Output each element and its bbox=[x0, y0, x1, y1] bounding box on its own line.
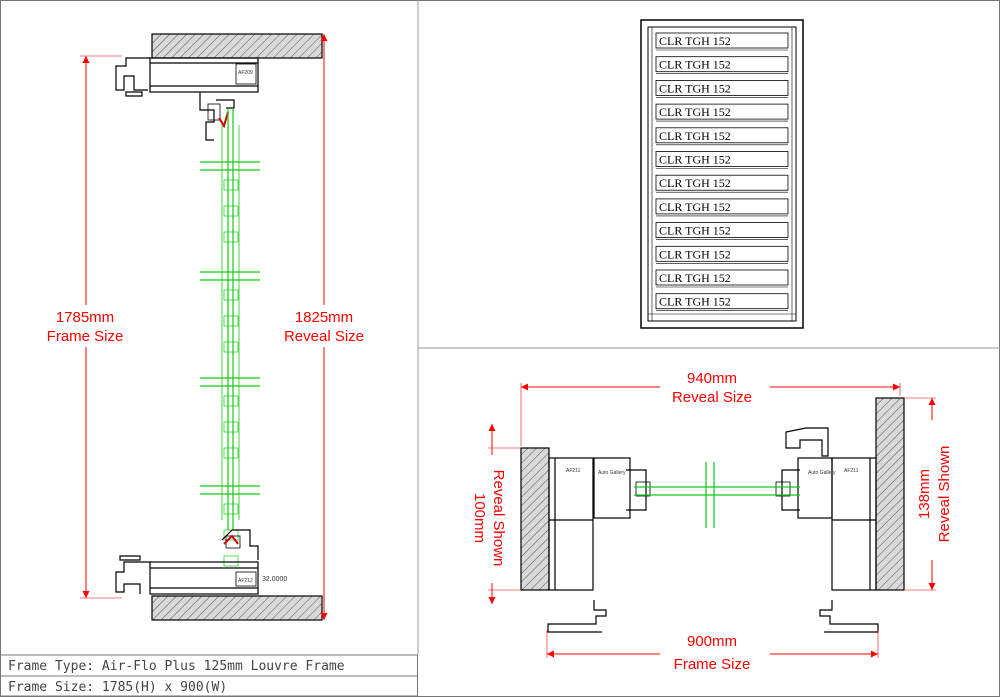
louvre-blade-row: CLR TGH 152 bbox=[655, 245, 789, 264]
louvre-clip bbox=[200, 161, 260, 243]
right-reveal-label: Reveal Shown bbox=[936, 446, 953, 543]
louvre-blade bbox=[655, 269, 789, 286]
louvre-blade-stack bbox=[221, 108, 240, 530]
louvre-blade bbox=[655, 245, 789, 262]
right-wall bbox=[875, 397, 905, 591]
left-wall bbox=[520, 447, 550, 591]
louvre-blade-row: CLR TGH 152 bbox=[655, 127, 789, 146]
plan-reveal-label: Reveal Size bbox=[672, 389, 752, 406]
frame-size-text: Frame Size: 1785(H) x 900(W) bbox=[8, 680, 227, 695]
louvre-blade bbox=[655, 293, 789, 310]
louvre-blade-row: CLR TGH 152 bbox=[655, 103, 789, 122]
top-wall bbox=[151, 33, 323, 59]
left-gallery-label: Auto Gallery bbox=[598, 470, 626, 476]
louvre-blade bbox=[655, 32, 789, 49]
louvre-clip bbox=[200, 377, 260, 459]
frame-size-value: 1785mm bbox=[56, 309, 114, 326]
louvre-blade bbox=[655, 151, 789, 167]
head-profile-code: AF209 bbox=[238, 70, 253, 76]
blade-label: CLR TGH 152 bbox=[659, 271, 731, 285]
louvre-blade-row: CLR TGH 152 bbox=[655, 293, 789, 312]
sill-profile bbox=[115, 529, 259, 595]
sill-profile-code: AF212 bbox=[238, 578, 253, 584]
head-profile bbox=[115, 57, 259, 141]
louvre-blade bbox=[655, 222, 789, 239]
sill-gasket bbox=[223, 534, 239, 545]
louvre-blade bbox=[655, 198, 789, 215]
frame-size-label: Frame Size bbox=[47, 328, 124, 345]
right-jamb-profile bbox=[775, 427, 879, 633]
blade-label: CLR TGH 152 bbox=[659, 247, 731, 261]
reveal-size-label: Reveal Size bbox=[284, 328, 364, 345]
blade-label: CLR TGH 152 bbox=[659, 295, 731, 309]
elevation-inner-frame bbox=[647, 26, 797, 322]
plan-frame-value: 900mm bbox=[687, 633, 737, 650]
blade-label: CLR TGH 152 bbox=[659, 105, 731, 119]
blade-label: CLR TGH 152 bbox=[659, 153, 731, 167]
blade-label: CLR TGH 152 bbox=[659, 34, 731, 48]
right-gallery-label: Auto Gallery bbox=[808, 470, 836, 476]
right-reveal-value: 138mm bbox=[916, 469, 933, 519]
left-reveal-label: Reveal Shown bbox=[490, 470, 507, 567]
blade-label: CLR TGH 152 bbox=[659, 224, 731, 238]
blade-label: CLR TGH 152 bbox=[659, 129, 731, 143]
offset-dimension: 32.0000 bbox=[262, 576, 287, 583]
head-gasket bbox=[218, 111, 229, 129]
blade-label: CLR TGH 152 bbox=[659, 200, 731, 214]
louvre-blade-row: CLR TGH 152 bbox=[655, 80, 789, 98]
louvre-blade bbox=[655, 174, 789, 191]
bottom-wall bbox=[151, 595, 323, 621]
louvre-blade-row: CLR TGH 152 bbox=[655, 174, 789, 193]
left-reveal-value: 100mm bbox=[471, 493, 488, 543]
reveal-size-value: 1825mm bbox=[295, 309, 353, 326]
louvre-clip bbox=[200, 271, 260, 353]
louvre-clip-groups bbox=[200, 161, 260, 567]
louvre-blade-row: CLR TGH 152 bbox=[655, 269, 789, 288]
elevation-outer-frame bbox=[640, 19, 804, 329]
plan-section: AF211 Auto Gallery AF211 Auto Gallery bbox=[468, 366, 972, 676]
louvre-blade bbox=[655, 103, 789, 120]
blade-label: CLR TGH 152 bbox=[659, 81, 731, 95]
louvre-blade bbox=[655, 56, 789, 73]
louvre-blade bbox=[655, 80, 789, 96]
louvre-blade bbox=[655, 127, 789, 144]
blade-label: CLR TGH 152 bbox=[659, 58, 731, 72]
louvre-clip bbox=[200, 485, 260, 567]
left-jamb-profile bbox=[547, 457, 651, 633]
blade-label: CLR TGH 152 bbox=[659, 176, 731, 190]
plan-louvre-blade bbox=[634, 462, 800, 528]
louvre-blade-row: CLR TGH 152 bbox=[655, 198, 789, 217]
louvre-blade-row: CLR TGH 152 bbox=[655, 56, 789, 74]
louvre-blade-row: CLR TGH 152 bbox=[655, 32, 789, 51]
vertical-section: AF209 AF212 32.0000 bbox=[40, 33, 371, 621]
frame-type-text: Frame Type: Air-Flo Plus 125mm Louvre Fr… bbox=[8, 659, 345, 674]
louvre-blade-row: CLR TGH 152 bbox=[655, 222, 789, 240]
title-block: Frame Type: Air-Flo Plus 125mm Louvre Fr… bbox=[0, 654, 418, 697]
louvre-blade-row: CLR TGH 152 bbox=[655, 151, 789, 169]
right-jamb-code: AF211 bbox=[844, 468, 859, 474]
plan-reveal-value: 940mm bbox=[687, 370, 737, 387]
plan-frame-label: Frame Size bbox=[674, 656, 751, 673]
left-jamb-code: AF211 bbox=[566, 468, 581, 474]
